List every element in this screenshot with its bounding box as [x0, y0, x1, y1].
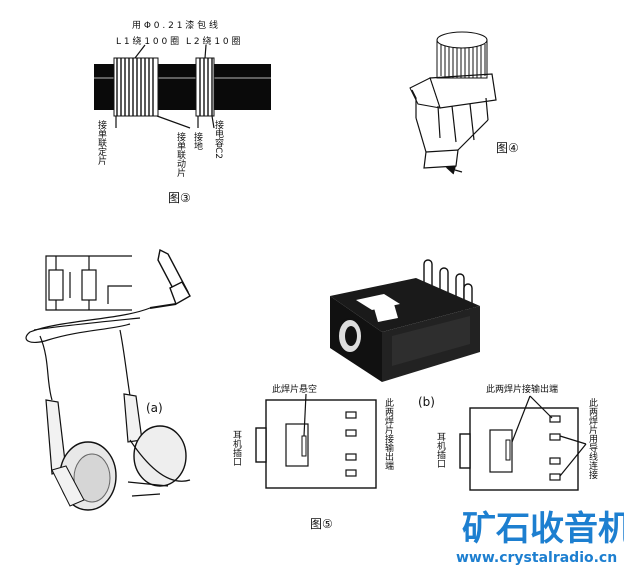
earphone-cord [25, 307, 151, 401]
label-b-side: 耳机插口 [435, 432, 446, 468]
audio-plug [149, 248, 191, 309]
lead-label-moving: 接单联动片 [175, 131, 186, 178]
coil-l2 [195, 57, 215, 117]
label-a: (a) [146, 401, 163, 415]
jack-top [330, 278, 480, 332]
figure-5-jack-3d [330, 259, 480, 382]
logo-url: www.crystalradio.cn [456, 550, 617, 566]
label-a-top: 此焊片悬空 [272, 383, 317, 395]
label-b-right: 此两焊片用导线连接 [587, 397, 598, 480]
lead-label-ground: 接地 [192, 131, 203, 150]
label-b-top: 此两焊片接输出端 [486, 383, 558, 395]
figure-5-wiring-a: 此焊片悬空 耳机插口 此两焊片接输出端 [231, 383, 394, 489]
earbud-left [45, 399, 117, 511]
figure-4: 图④ [409, 31, 519, 175]
earphone-schematic [45, 255, 132, 311]
l1-turns-label: L 1 绕 1 0 0 圈 [116, 35, 179, 47]
label-b: (b) [418, 395, 435, 409]
wire-spec-label: 用 Φ 0 . 2 1 漆 包 线 [132, 19, 218, 31]
l2-turns-label: L 2 绕 1 0 圈 [186, 35, 241, 47]
figure-3: 用 Φ 0 . 2 1 漆 包 线 L 1 绕 1 0 0 圈 L 2 绕 1 … [94, 19, 271, 205]
site-logo: 矿石收音机 www.crystalradio.cn [456, 509, 624, 566]
figure-3-caption: 图③ [168, 191, 191, 205]
figure-4-caption: 图④ [496, 141, 519, 155]
coil-l1 [113, 57, 159, 117]
pcb-cutout [423, 149, 459, 169]
figure-5-wiring-b: (b) 此两焊片接输出端 耳机插口 此两焊片用导线连接 [418, 383, 598, 491]
lead-label-fixed: 接单联定片 [96, 119, 107, 166]
figure-5a-earphones: (a) [25, 248, 191, 511]
label-a-right: 此两焊片接输出端 [383, 397, 394, 471]
jack-outline-b [469, 407, 579, 491]
logo-brand: 矿石收音机 [462, 509, 624, 549]
earbud-right [123, 393, 191, 487]
lead-label-cap: 接电容C2 [213, 119, 224, 159]
pot-knob [436, 31, 488, 79]
figure-5-caption: 图⑤ [310, 517, 333, 531]
label-a-side: 耳机插口 [231, 430, 242, 466]
jack-outline-a [265, 399, 377, 489]
